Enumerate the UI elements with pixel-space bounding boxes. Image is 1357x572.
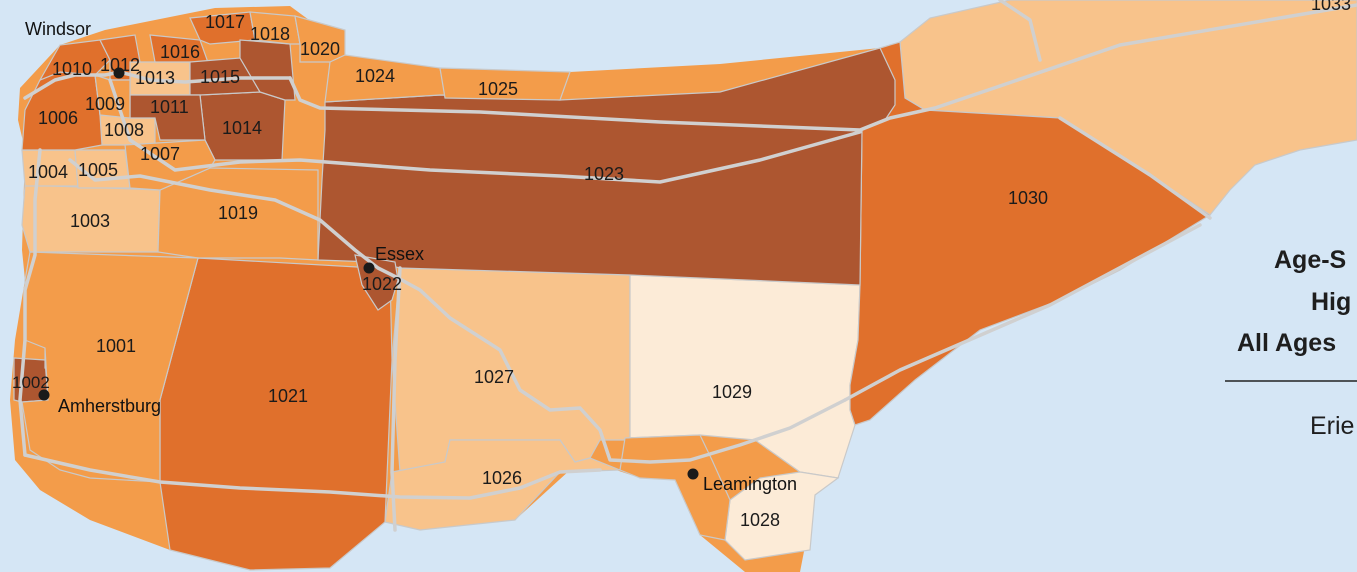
label-1025: 1025 [478, 79, 518, 99]
label-1013: 1013 [135, 68, 175, 88]
town-label-leamington: Leamington [703, 474, 797, 494]
label-1014: 1014 [222, 118, 262, 138]
label-1027: 1027 [474, 367, 514, 387]
label-1015: 1015 [200, 67, 240, 87]
label-1011: 1011 [150, 97, 189, 117]
label-1028: 1028 [740, 510, 780, 530]
region-1015[interactable] [189, 57, 262, 96]
label-1007: 1007 [140, 144, 180, 164]
label-1023: 1023 [584, 164, 624, 184]
label-1002: 1002 [12, 373, 50, 392]
title-line-3: All Ages [1237, 329, 1336, 357]
label-1016: 1016 [160, 42, 200, 62]
subtitle: Erie [1310, 412, 1354, 440]
title-line-1: Age-S [1274, 246, 1346, 274]
region-1026[interactable] [384, 439, 621, 531]
label-1003: 1003 [70, 211, 110, 231]
label-1001: 1001 [96, 336, 136, 356]
label-1006: 1006 [38, 108, 78, 128]
town-dot-windsor[interactable] [113, 67, 125, 79]
label-1022: 1022 [362, 274, 402, 294]
region-1012[interactable] [99, 34, 141, 81]
town-dot-leamington[interactable] [687, 468, 699, 480]
region-1020[interactable] [294, 15, 346, 63]
label-1029: 1029 [712, 382, 752, 402]
town-label-windsor: Windsor [25, 19, 91, 39]
region-1009[interactable] [94, 74, 131, 119]
region-1017[interactable] [189, 11, 256, 45]
label-1021: 1021 [268, 386, 308, 406]
region-1019[interactable] [157, 167, 319, 261]
label-1008: 1008 [104, 120, 144, 140]
label-1018: 1018 [250, 24, 290, 44]
town-markers: Windsor Essex Amherstburg Leamington [25, 19, 797, 494]
region-1021[interactable] [159, 257, 393, 571]
label-1026: 1026 [482, 468, 522, 488]
region-1025[interactable] [439, 67, 571, 101]
label-1009: 1009 [85, 94, 125, 114]
road-network [18, 0, 1357, 532]
map-title-block: Age-S Hig All Ages Erie [1225, 246, 1357, 440]
label-1033: 1033 [1311, 0, 1351, 14]
label-1024: 1024 [355, 66, 395, 86]
region-1018[interactable] [249, 11, 301, 45]
label-1005: 1005 [78, 160, 118, 180]
town-label-essex: Essex [375, 244, 424, 264]
region-1028[interactable] [724, 471, 840, 561]
town-label-amherstburg: Amherstburg [58, 396, 161, 416]
label-1020: 1020 [300, 39, 340, 59]
town-dot-amherstburg[interactable] [38, 389, 50, 401]
title-line-2: Hig [1311, 288, 1351, 316]
town-dot-essex[interactable] [363, 262, 375, 274]
region-labels: 1033 1017 1018 1020 1016 1024 1025 1010 … [12, 0, 1351, 530]
label-1030: 1030 [1008, 188, 1048, 208]
region-1003[interactable] [21, 184, 161, 253]
label-1019: 1019 [218, 203, 258, 223]
label-1004: 1004 [28, 162, 68, 182]
label-1017: 1017 [205, 12, 245, 32]
label-1012: 1012 [100, 55, 140, 75]
label-1010: 1010 [52, 59, 92, 79]
